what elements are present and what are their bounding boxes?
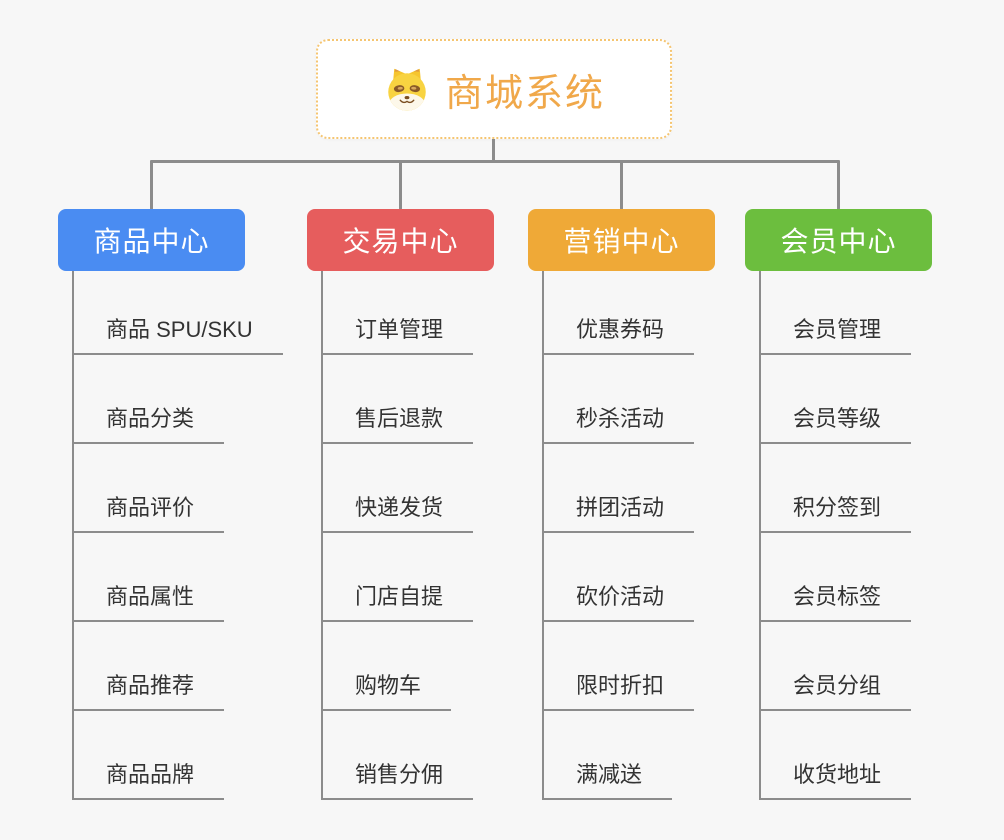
branch-column-product-center: 商品中心 商品 SPU/SKU 商品分类 商品评价 商品属性 商品推荐 商品品牌 [58, 209, 318, 840]
branch-trunk-line [542, 271, 544, 800]
branch-header-trade-center[interactable]: 交易中心 [307, 209, 494, 271]
root-node-title: 商城系统 [444, 72, 605, 115]
leaf-node[interactable]: 积分签到 [760, 493, 912, 533]
root-node[interactable]: 商城系统 [316, 39, 672, 139]
leaf-node[interactable]: 砍价活动 [543, 582, 695, 622]
branch-drop-connector [620, 160, 623, 210]
branch-column-trade-center: 交易中心 订单管理 售后退款 快递发货 门店自提 购物车 销售分佣 [307, 209, 567, 840]
branch-header-marketing-center[interactable]: 营销中心 [528, 209, 715, 271]
leaf-node[interactable]: 商品属性 [73, 582, 225, 622]
branch-horizontal-connector [150, 160, 840, 163]
leaf-node[interactable]: 会员分组 [760, 671, 912, 711]
branch-drop-connector [150, 160, 153, 210]
leaf-node[interactable]: 优惠券码 [543, 315, 695, 355]
leaf-node[interactable]: 销售分佣 [322, 760, 474, 800]
leaf-node[interactable]: 会员等级 [760, 404, 912, 444]
branch-drop-connector [837, 160, 840, 210]
leaf-node[interactable]: 商品 SPU/SKU [73, 315, 283, 355]
leaf-node[interactable]: 售后退款 [322, 404, 474, 444]
leaf-node[interactable]: 商品评价 [73, 493, 225, 533]
leaf-node[interactable]: 会员管理 [760, 315, 912, 355]
leaf-node[interactable]: 购物车 [322, 671, 452, 711]
branch-drop-connector [399, 160, 402, 210]
leaf-node[interactable]: 商品分类 [73, 404, 225, 444]
branch-trunk-line [72, 271, 74, 800]
branch-header-member-center[interactable]: 会员中心 [745, 209, 932, 271]
dog-face-icon [383, 65, 431, 113]
branch-column-member-center: 会员中心 会员管理 会员等级 积分签到 会员标签 会员分组 收货地址 [745, 209, 1004, 840]
branch-column-marketing-center: 营销中心 优惠券码 秒杀活动 拼团活动 砍价活动 限时折扣 满减送 [528, 209, 788, 840]
leaf-node[interactable]: 满减送 [543, 760, 673, 800]
root-stem-connector [492, 139, 495, 162]
leaf-node[interactable]: 商品品牌 [73, 760, 225, 800]
branch-trunk-line [759, 271, 761, 800]
leaf-node[interactable]: 拼团活动 [543, 493, 695, 533]
leaf-node[interactable]: 会员标签 [760, 582, 912, 622]
leaf-node[interactable]: 订单管理 [322, 315, 474, 355]
leaf-node[interactable]: 门店自提 [322, 582, 474, 622]
leaf-node[interactable]: 秒杀活动 [543, 404, 695, 444]
leaf-node[interactable]: 限时折扣 [543, 671, 695, 711]
leaf-node[interactable]: 快递发货 [322, 493, 474, 533]
branch-trunk-line [321, 271, 323, 800]
branch-header-product-center[interactable]: 商品中心 [58, 209, 245, 271]
leaf-node[interactable]: 收货地址 [760, 760, 912, 800]
leaf-node[interactable]: 商品推荐 [73, 671, 225, 711]
